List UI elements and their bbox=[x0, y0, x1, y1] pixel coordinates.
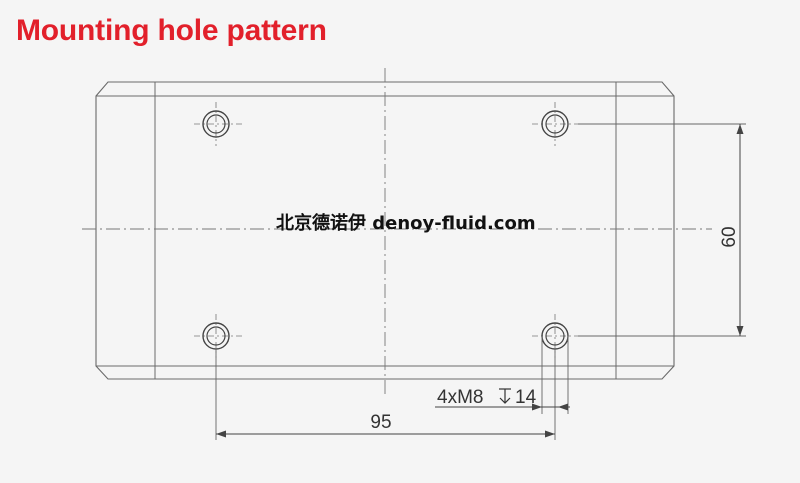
dimension-95-label: 95 bbox=[370, 412, 391, 433]
plate-outline bbox=[95, 81, 675, 380]
watermark-text: 北京德诺伊 denoy-fluid.com bbox=[276, 212, 536, 234]
dimension-60 bbox=[578, 123, 746, 337]
mounting-hole-top-right bbox=[532, 102, 578, 146]
dimension-95 bbox=[215, 349, 556, 440]
thread-callout-leaders bbox=[435, 336, 570, 414]
thread-depth-label: 14 bbox=[515, 387, 537, 408]
page-title: Mounting hole pattern bbox=[16, 14, 327, 47]
dimension-60-label: 60 bbox=[719, 226, 740, 247]
mounting-hole-top-left bbox=[194, 102, 242, 146]
mounting-hole-bottom-left bbox=[194, 314, 242, 358]
thread-callout-label: 4xM8 bbox=[437, 387, 483, 408]
depth-symbol-icon bbox=[499, 388, 511, 404]
